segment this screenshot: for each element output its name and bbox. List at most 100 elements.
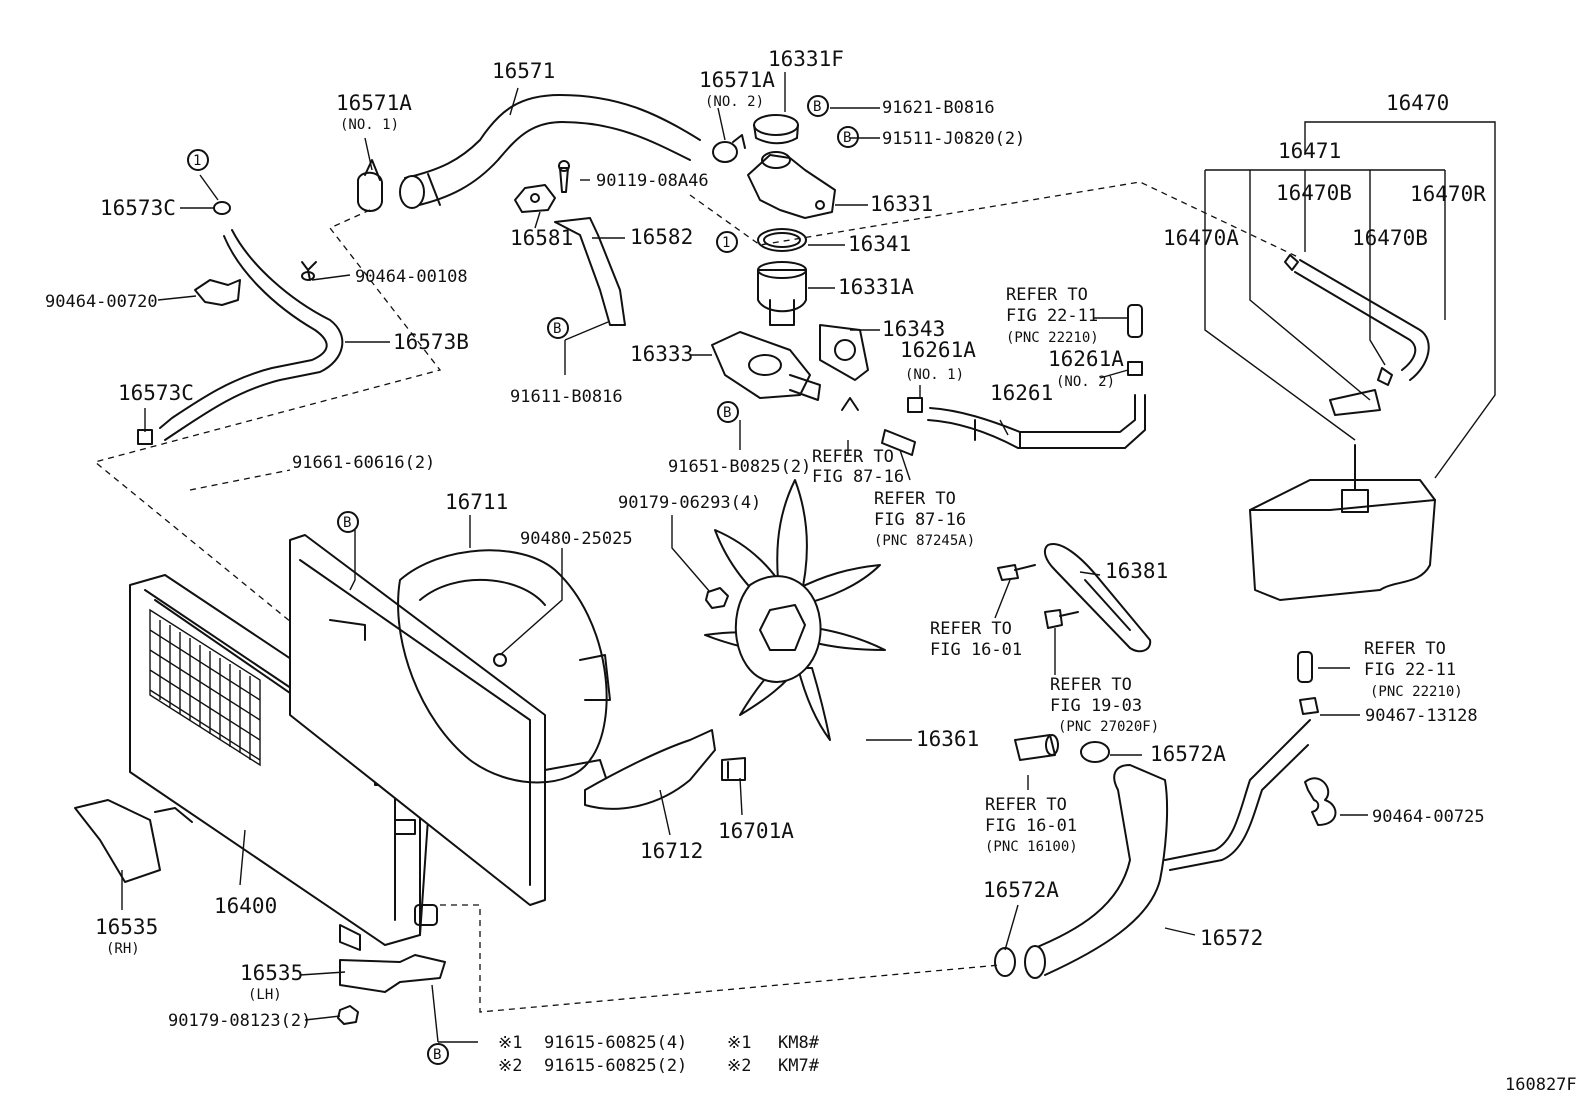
label-16572A-bottom: 16572A bbox=[983, 878, 1059, 902]
label-16261A-no2-note: (NO. 2) bbox=[1056, 374, 1115, 390]
refer-fig-87-16-a: REFER TO FIG 87-16 bbox=[812, 447, 904, 487]
fan-shroud-16711 bbox=[289, 534, 611, 906]
refer-line-2: FIG 87-16 bbox=[874, 510, 966, 530]
hose-stub-fig-16-01 bbox=[1014, 734, 1059, 761]
label-16535-rh: 16535 bbox=[95, 915, 158, 939]
bolt-fig-16-01 bbox=[997, 564, 1036, 581]
footnote-1-part: 91615-60825(4) bbox=[544, 1033, 687, 1053]
refer-fig-16-01-b: REFER TO FIG 16-01 (PNC 16100) bbox=[985, 795, 1078, 855]
label-90464-00108: 90464-00108 bbox=[355, 267, 468, 287]
label-16400: 16400 bbox=[214, 894, 277, 918]
label-16470B-a: 16470B bbox=[1276, 181, 1352, 205]
label-16535-lh: 16535 bbox=[240, 961, 303, 985]
label-16572: 16572 bbox=[1200, 926, 1263, 950]
fan-16361 bbox=[704, 479, 886, 741]
clip-16470B-a bbox=[1284, 254, 1299, 271]
label-16571A-no1-note: (NO. 1) bbox=[340, 117, 399, 133]
part-labels: 16571 16571A (NO. 1) 16571A (NO. 2) 1633… bbox=[45, 47, 1486, 1031]
bolt-fig-19-03 bbox=[1044, 609, 1079, 629]
circle-marker-b-91651: B bbox=[717, 401, 739, 423]
label-16470: 16470 bbox=[1386, 91, 1449, 115]
refer-fig-16-01-a: REFER TO FIG 16-01 bbox=[930, 619, 1022, 660]
model-2-mark: ※2 bbox=[727, 1056, 751, 1076]
hose-stub-fig-87-16 bbox=[841, 397, 916, 456]
label-16361: 16361 bbox=[916, 727, 979, 751]
refer-line-1: REFER TO bbox=[1364, 639, 1446, 659]
refer-line-2: FIG 22-11 bbox=[1006, 306, 1098, 326]
bracket-16581 bbox=[514, 184, 556, 213]
refer-line-1: REFER TO bbox=[985, 795, 1067, 815]
upper-radiator-hose-16571 bbox=[399, 94, 701, 209]
water-inlet-16331 bbox=[747, 151, 836, 219]
model-1-mark: ※1 bbox=[727, 1033, 751, 1053]
label-90464-00725: 90464-00725 bbox=[1372, 807, 1485, 827]
nut-90179-06293 bbox=[705, 587, 729, 609]
label-16581: 16581 bbox=[510, 226, 573, 250]
clamp-16261A-no1 bbox=[907, 397, 923, 413]
bypass-hose-16573B bbox=[159, 229, 344, 441]
bracket-16381 bbox=[1043, 543, 1152, 653]
label-16470R: 16470R bbox=[1410, 182, 1486, 206]
diagram-id: 160827F bbox=[1505, 1075, 1577, 1095]
refer-line-1: REFER TO bbox=[874, 489, 956, 509]
label-16712: 16712 bbox=[640, 839, 703, 863]
marker-text: B bbox=[723, 405, 731, 421]
refer-line-1: REFER TO bbox=[930, 619, 1012, 639]
refer-line-3: (PNC 16100) bbox=[985, 839, 1078, 855]
hose-stub-fig-22-11-top bbox=[1127, 304, 1143, 338]
fan-shroud-lower-16712 bbox=[584, 729, 716, 810]
marker-text: B bbox=[813, 99, 821, 115]
label-16573C-top: 16573C bbox=[100, 196, 176, 220]
refer-fig-22-11-top: REFER TO FIG 22-11 (PNC 22210) bbox=[1006, 285, 1099, 346]
refer-line-1: REFER TO bbox=[1006, 285, 1088, 305]
label-16261A-no1: 16261A bbox=[900, 338, 976, 362]
bracket-16582 bbox=[554, 217, 626, 326]
label-90467-13128: 90467-13128 bbox=[1365, 706, 1478, 726]
assembly-dashed-lines bbox=[93, 181, 1301, 1013]
label-16571: 16571 bbox=[492, 59, 555, 83]
label-16261A-no1-note: (NO. 1) bbox=[905, 367, 964, 383]
water-outlet-16333 bbox=[711, 331, 821, 401]
marker-text: B bbox=[843, 130, 851, 146]
circle-marker-b-91621: B bbox=[807, 95, 829, 117]
label-16571A-no2: 16571A bbox=[699, 68, 775, 92]
marker-text: 1 bbox=[193, 153, 201, 169]
refer-line-3: (PNC 87245A) bbox=[874, 533, 975, 549]
leader-lines bbox=[121, 72, 1496, 1043]
label-16331A: 16331A bbox=[838, 275, 914, 299]
label-90119-08A46: 90119-08A46 bbox=[596, 171, 709, 191]
circle-marker-b-footnote: B bbox=[427, 1043, 449, 1065]
refer-line-2: FIG 16-01 bbox=[930, 640, 1022, 660]
reservoir-16470 bbox=[1249, 444, 1436, 601]
label-16573C-bottom: 16573C bbox=[118, 381, 194, 405]
label-16333: 16333 bbox=[630, 342, 693, 366]
clamp-16261A-no2 bbox=[1127, 361, 1143, 376]
bypass-pipe-16261 bbox=[927, 394, 1146, 449]
label-91621-B0816: 91621-B0816 bbox=[882, 98, 995, 118]
label-16471: 16471 bbox=[1278, 139, 1341, 163]
label-16701A: 16701A bbox=[718, 819, 794, 843]
label-16535-lh-note: (LH) bbox=[248, 987, 282, 1003]
clamp-16572A-bottom bbox=[994, 947, 1016, 977]
clip-16470B-b bbox=[1377, 367, 1393, 386]
refer-fig-22-11-bottom: REFER TO FIG 22-11 (PNC 22210) bbox=[1364, 639, 1463, 700]
marker-text: B bbox=[343, 515, 351, 531]
label-16582: 16582 bbox=[630, 225, 693, 249]
circle-marker-1-a: 1 bbox=[187, 149, 209, 171]
label-16535-rh-note: (RH) bbox=[106, 941, 140, 957]
bolt-90480-25025 bbox=[493, 653, 507, 667]
label-16572A-top: 16572A bbox=[1150, 742, 1226, 766]
cap-16471 bbox=[1329, 389, 1381, 416]
refer-line-2: FIG 22-11 bbox=[1364, 660, 1456, 680]
label-16331F: 16331F bbox=[768, 47, 844, 71]
gasket-16343 bbox=[819, 324, 869, 381]
clamp-90464-00720 bbox=[194, 279, 241, 306]
refer-line-3: (PNC 22210) bbox=[1006, 330, 1099, 346]
circle-marker-b-91661: B bbox=[337, 511, 359, 533]
refer-fig-87-16-b: REFER TO FIG 87-16 (PNC 87245A) bbox=[874, 489, 975, 549]
label-91661-60616: 91661-60616(2) bbox=[292, 453, 435, 473]
clamp-16572A-top bbox=[1080, 741, 1110, 763]
label-16573B: 16573B bbox=[393, 330, 469, 354]
